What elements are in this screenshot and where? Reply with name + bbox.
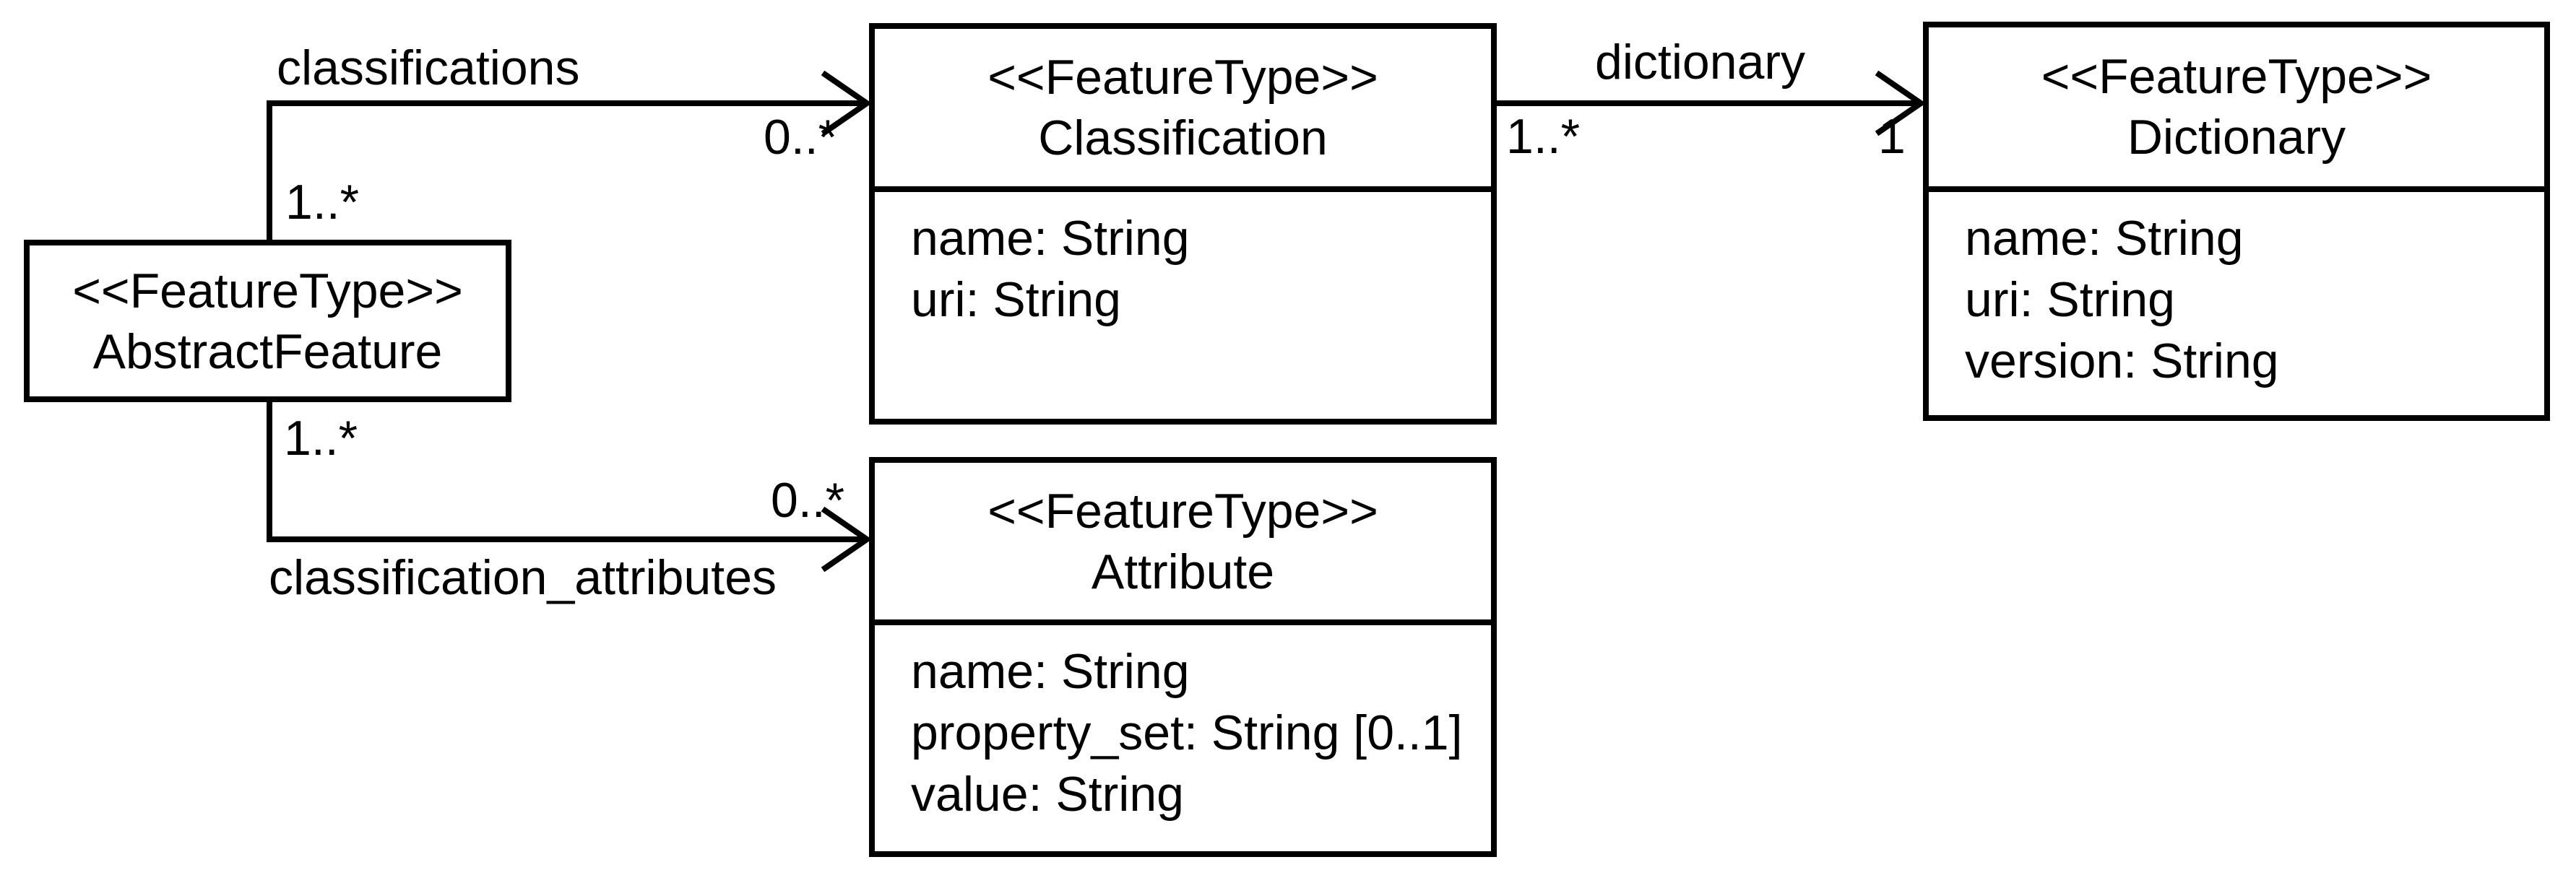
multiplicity-classifications-target: 0..* <box>764 110 838 165</box>
class-box-abstract-feature: <<FeatureType>> AbstractFeature <box>24 240 511 402</box>
class-attributes: name: String uri: String version: String <box>1929 192 2544 415</box>
class-stereotype: <<FeatureType>> <box>72 263 463 318</box>
class-attribute: property_set: String [0..1] <box>911 705 1463 760</box>
class-header: <<FeatureType>> AbstractFeature <box>30 245 506 396</box>
class-attribute: name: String <box>1965 211 2244 266</box>
association-classification-attributes-line <box>267 402 865 542</box>
class-attribute: uri: String <box>1965 272 2175 327</box>
class-header: <<FeatureType>> Attribute <box>875 463 1491 625</box>
multiplicity-classification-attributes-target: 0..* <box>771 473 845 528</box>
class-name: Classification <box>1038 110 1328 165</box>
class-stereotype: <<FeatureType>> <box>987 483 1378 539</box>
arrowhead-right-icon <box>1875 70 1927 136</box>
class-name: Attribute <box>1091 544 1275 599</box>
class-name: Dictionary <box>2127 110 2346 165</box>
arrowhead-right-icon <box>821 506 873 573</box>
class-stereotype: <<FeatureType>> <box>2041 49 2432 104</box>
multiplicity-classification-attributes-source: 1..* <box>284 411 358 466</box>
class-stereotype: <<FeatureType>> <box>987 50 1378 105</box>
class-attribute: uri: String <box>911 272 1121 327</box>
association-classifications-line <box>267 100 865 240</box>
class-attributes: name: String property_set: String [0..1]… <box>875 625 1491 851</box>
class-attributes: name: String uri: String <box>875 192 1491 419</box>
class-box-classification: <<FeatureType>> Classification name: Str… <box>869 23 1497 425</box>
class-attribute: name: String <box>911 644 1190 699</box>
class-attribute: version: String <box>1965 334 2279 388</box>
class-attribute: name: String <box>911 211 1190 266</box>
class-box-attribute: <<FeatureType>> Attribute name: String p… <box>869 457 1497 857</box>
multiplicity-dictionary-source: 1..* <box>1506 109 1581 164</box>
association-name-dictionary: dictionary <box>1595 35 1806 90</box>
arrowhead-right-icon <box>821 70 873 136</box>
multiplicity-classifications-source: 1..* <box>285 175 360 230</box>
multiplicity-dictionary-target: 1 <box>1878 109 1906 164</box>
association-name-classifications: classifications <box>277 40 580 95</box>
class-attribute: value: String <box>911 767 1184 822</box>
association-name-classification-attributes: classification_attributes <box>269 550 777 605</box>
class-box-dictionary: <<FeatureType>> Dictionary name: String … <box>1923 22 2550 421</box>
class-header: <<FeatureType>> Dictionary <box>1929 27 2544 192</box>
class-header: <<FeatureType>> Classification <box>875 29 1491 192</box>
class-name: AbstractFeature <box>92 323 443 379</box>
